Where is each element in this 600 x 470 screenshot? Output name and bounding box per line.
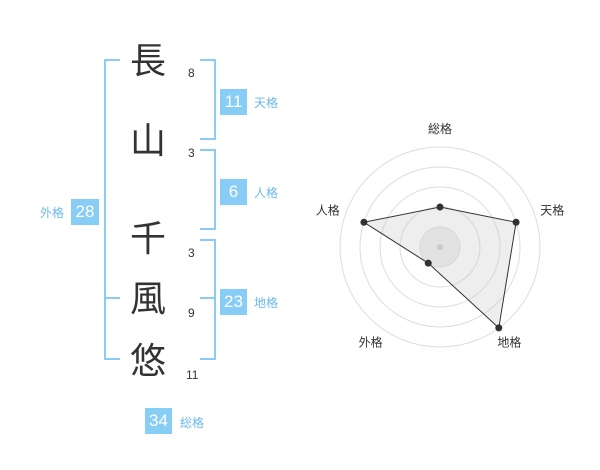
radar-axis-label-4: 外格 — [359, 334, 383, 349]
radar-point-3 — [495, 324, 503, 332]
chikaku-box: 23 — [220, 289, 247, 315]
chikaku-bracket-tick — [200, 297, 216, 299]
gaikaku-bracket-tick — [104, 297, 120, 299]
gaikaku-bracket — [104, 59, 120, 360]
radar-axis-label-1: 総格 — [428, 121, 452, 136]
soukaku-box: 34 — [145, 408, 172, 434]
gaikaku-label: 外格 — [40, 206, 65, 220]
gaikaku-box: 28 — [71, 199, 99, 225]
chikaku-label: 地格 — [254, 296, 279, 310]
jinkaku-bracket — [200, 149, 216, 230]
radar-data-polygon — [362, 206, 517, 329]
stroke-count-4: 9 — [188, 306, 195, 320]
name-char-2: 山 — [129, 121, 166, 162]
radar-point-4 — [424, 259, 432, 267]
name-char-1: 長 — [129, 41, 166, 82]
stroke-count-2: 3 — [188, 146, 195, 160]
name-char-3: 千 — [129, 219, 166, 260]
stroke-count-5: 11 — [186, 368, 199, 382]
tenkaku-box: 11 — [220, 89, 247, 115]
name-char-5: 悠 — [129, 341, 166, 382]
radar-point-2 — [512, 218, 520, 226]
radar-axis-label-3: 地格 — [497, 334, 521, 349]
name-char-4: 風 — [129, 279, 166, 320]
jinkaku-box: 6 — [220, 179, 247, 205]
soukaku-label: 総格 — [180, 416, 205, 430]
jinkaku-label: 人格 — [254, 186, 279, 200]
radar-axis-label-5: 人格 — [316, 203, 340, 218]
chikaku-bracket — [200, 239, 216, 360]
stroke-count-3: 3 — [188, 246, 195, 260]
radar-center-dot — [437, 244, 443, 250]
tenkaku-label: 天格 — [254, 96, 279, 110]
radar-axis-label-2: 天格 — [540, 203, 564, 218]
radar-point-1 — [436, 203, 444, 211]
radar-point-5 — [360, 218, 368, 226]
stroke-count-1: 8 — [188, 66, 195, 80]
tenkaku-bracket — [200, 59, 216, 140]
